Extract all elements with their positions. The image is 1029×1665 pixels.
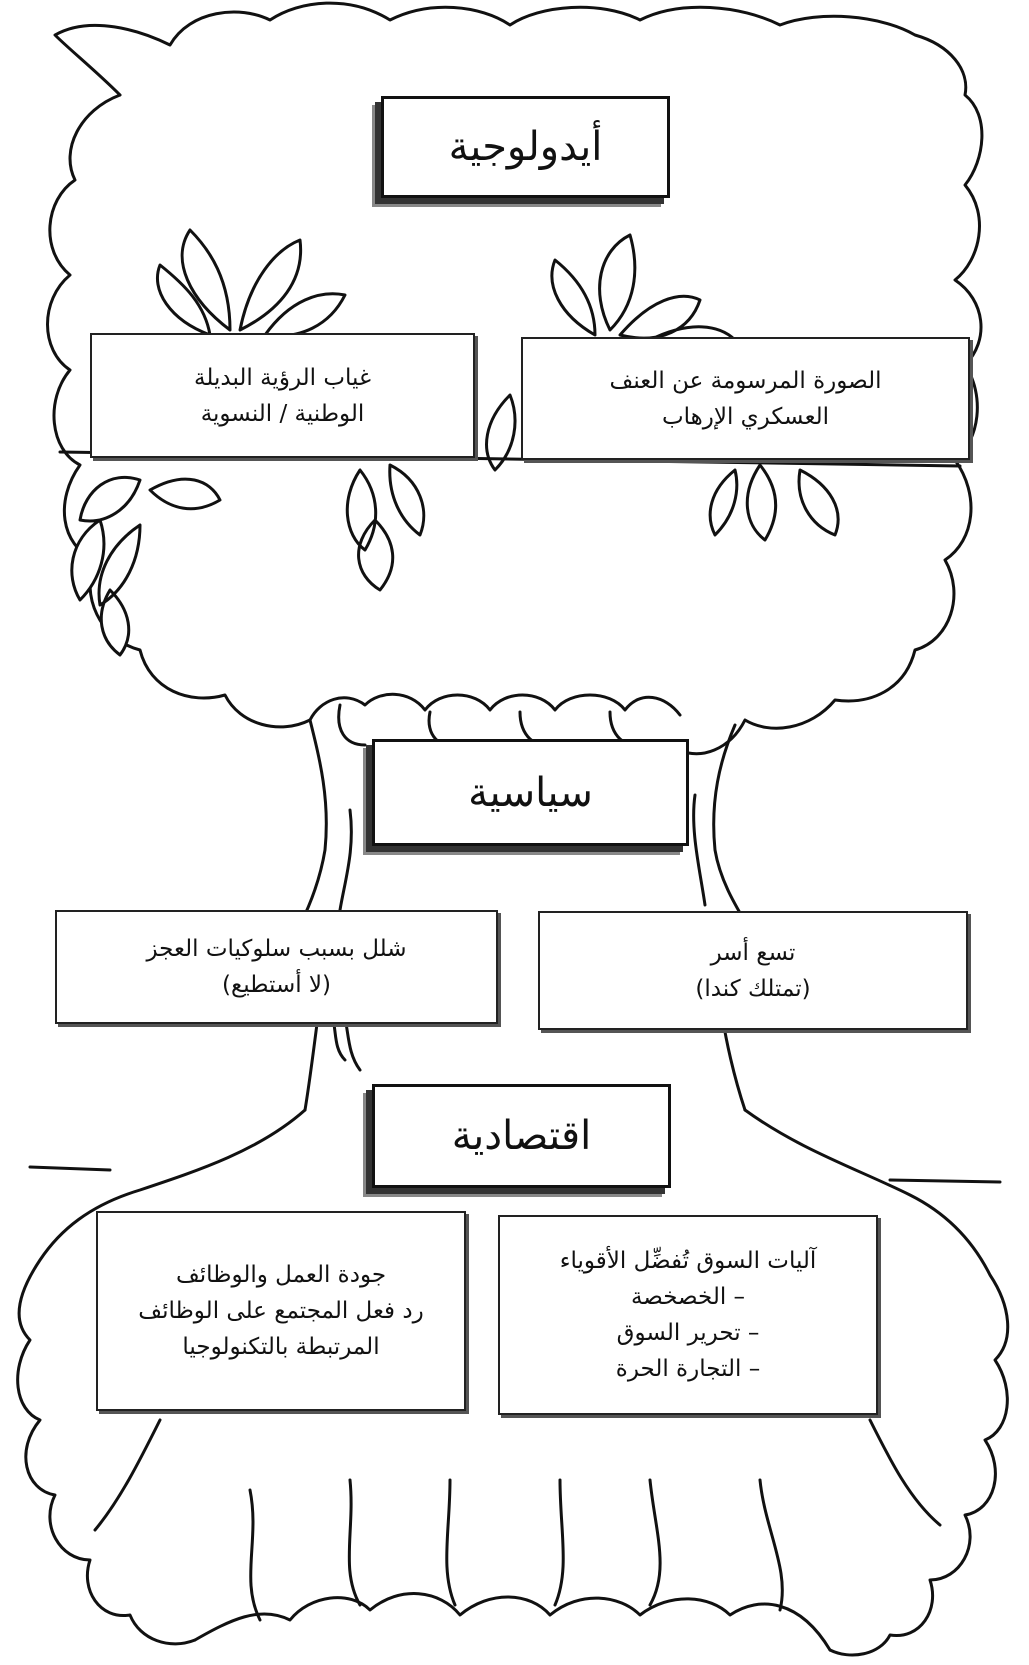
- economy-right-line-4: – التجارة الحرة: [615, 1356, 761, 1382]
- crown-outline: [53, 1, 984, 756]
- politics-right-box: تسع أسر (تمتلك كندا): [538, 911, 968, 1030]
- ideology-left-line-2: الوطنية / النسوية: [200, 400, 365, 427]
- economy-title: اقتصادية: [451, 1113, 592, 1159]
- economy-left-box: جودة العمل والوظائف رد فعل المجتمع على ا…: [96, 1211, 466, 1411]
- ideology-left-box: غياب الرؤية البديلة الوطنية / النسوية: [90, 333, 475, 458]
- roots-bottom: [193, 1592, 832, 1652]
- economy-title-box: اقتصادية: [372, 1084, 671, 1188]
- politics-left-line-2: (لا أستطيع): [221, 972, 332, 998]
- root-band-line-left: [28, 1165, 112, 1172]
- economy-left-line-2: رد فعل المجتمع على الوظائف: [138, 1298, 424, 1324]
- leaf-cluster-lower-left: [70, 475, 222, 657]
- root-band-line-right: [888, 1178, 1002, 1184]
- roots-right: [743, 1108, 1010, 1657]
- ideology-right-box: الصورة المرسومة عن العنف العسكري الإرهاب: [521, 337, 970, 460]
- economy-right-line-2: – الخصخصة: [630, 1284, 746, 1310]
- leaf-cluster-middle: [345, 393, 517, 592]
- ideology-title-box: أيدولوجية: [381, 96, 670, 198]
- ideology-right-line-1: الصورة المرسومة عن العنف: [609, 367, 882, 394]
- politics-left-line-1: شلل بسبب سلوكيات العجز: [146, 936, 407, 962]
- root-fingers: [93, 1418, 942, 1622]
- ideology-title: أيدولوجية: [448, 124, 603, 170]
- economy-right-line-3: – تحرير السوق: [616, 1320, 760, 1346]
- economy-right-box: آليات السوق تُفضِّل الأقوياء – الخصخصة –…: [498, 1215, 878, 1415]
- politics-title-box: سياسية: [372, 739, 689, 846]
- crown-outline-left: [46, 93, 312, 729]
- politics-right-line-1: تسع أسر: [710, 939, 796, 966]
- leaf-cluster-lower-right: [708, 463, 840, 542]
- economy-left-line-3: المرتبطة بالتكنولوجيا: [182, 1334, 380, 1360]
- trunk-right: [712, 723, 752, 932]
- trunk-left: [298, 718, 328, 927]
- crown-drips: [337, 703, 647, 748]
- ideology-right-line-2: العسكري الإرهاب: [661, 403, 830, 430]
- economy-right-line-1: آليات السوق تُفضِّل الأقوياء: [559, 1248, 817, 1274]
- politics-right-line-2: (تمتلك كندا): [695, 975, 811, 1002]
- leaf-cluster-upper-left: [155, 228, 347, 338]
- roots-left: [16, 1108, 307, 1646]
- economy-left-line-1: جودة العمل والوظائف: [175, 1262, 387, 1288]
- ideology-left-line-1: غياب الرؤية البديلة: [194, 364, 371, 391]
- politics-title: سياسية: [468, 769, 593, 816]
- crown-bottom-scallops: [308, 692, 682, 722]
- politics-left-box: شلل بسبب سلوكيات العجز (لا أستطيع): [55, 910, 498, 1024]
- trunk-inner: [338, 793, 707, 912]
